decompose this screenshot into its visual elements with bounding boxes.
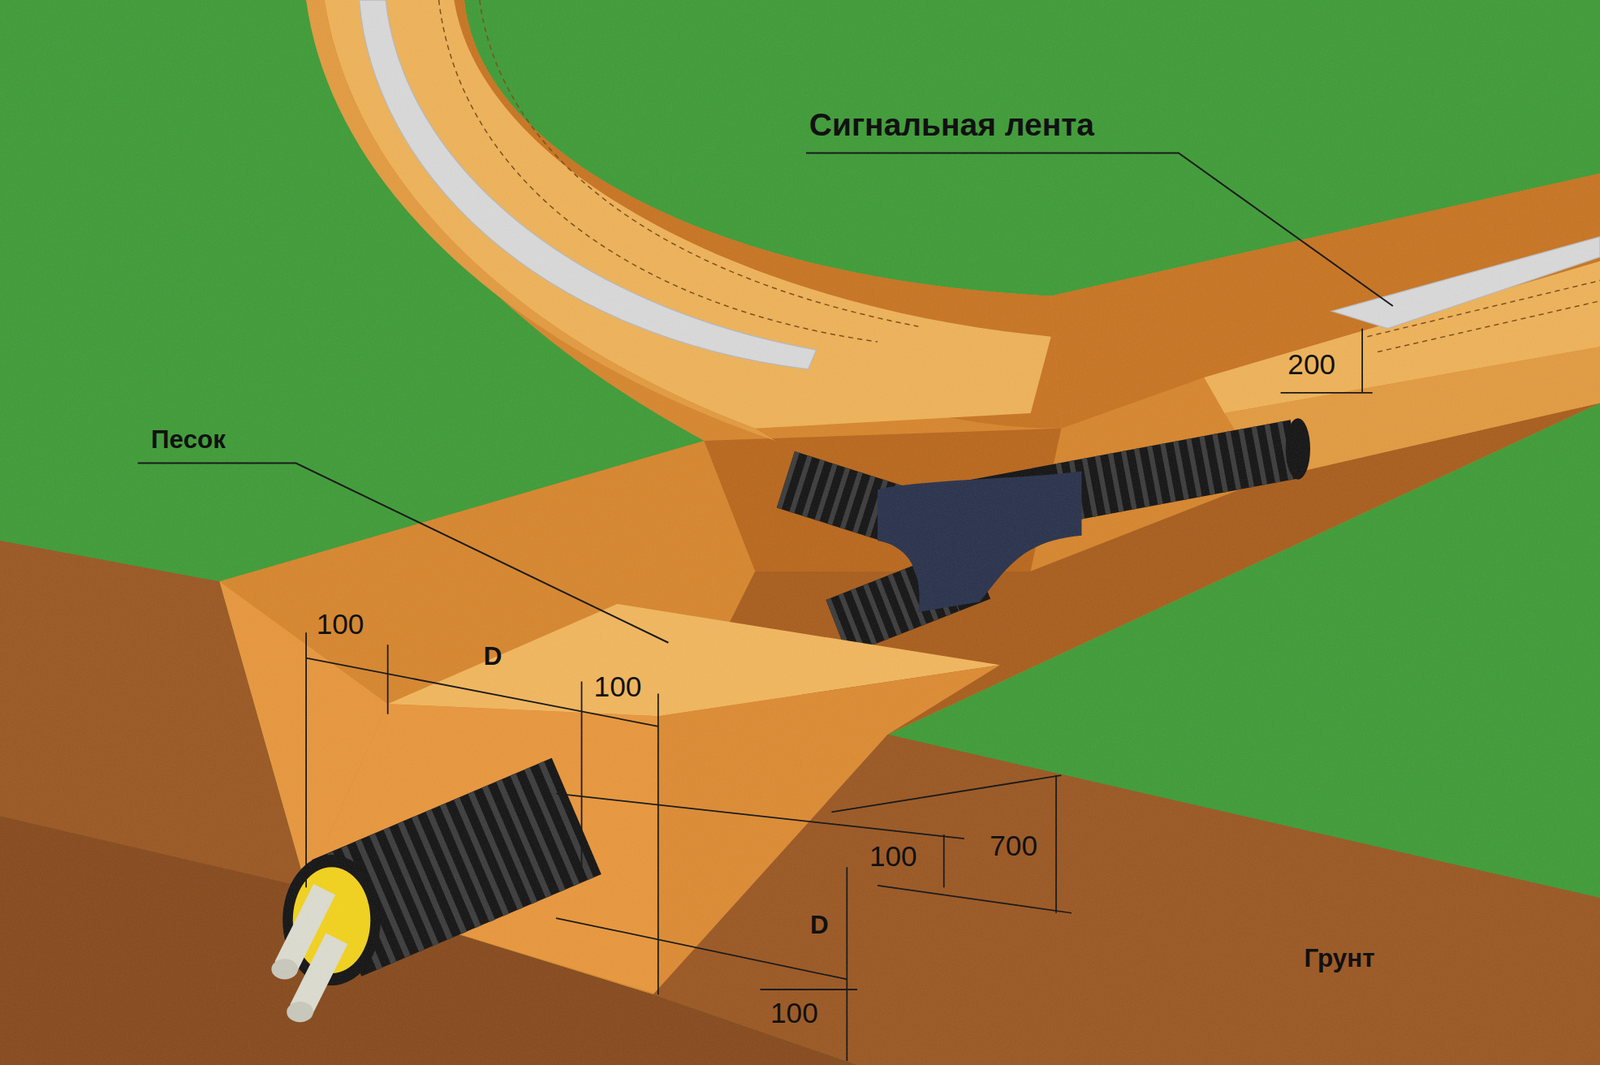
dimension-label: D	[810, 911, 829, 941]
dimension-label: 200	[1287, 349, 1336, 381]
callout-label: Грунт	[1303, 944, 1375, 974]
callout-label: Песок	[150, 426, 226, 455]
dimension-label: D	[483, 642, 503, 672]
dimension-label: 100	[770, 997, 819, 1030]
dimension-label: 100	[594, 671, 643, 703]
dimension-label: 700	[989, 830, 1038, 863]
callout-label: Сигнальная лента	[809, 107, 1095, 143]
dimension-label: 100	[316, 608, 365, 641]
dimension-label: 100	[869, 840, 918, 873]
